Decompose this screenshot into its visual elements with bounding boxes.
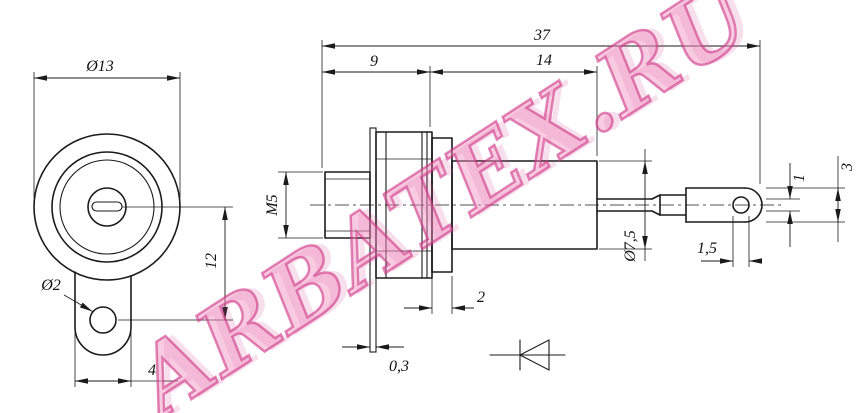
front-view: [33, 133, 181, 356]
dim-label-center-to-hole: 12: [203, 253, 220, 269]
dim-label-tab-width: 4: [148, 362, 156, 379]
dim-label-body-length: 14: [536, 52, 552, 69]
mounting-panel: [369, 127, 377, 353]
dim-label-body-diameter: Ø7,5: [622, 230, 639, 263]
dim-label-outer-diameter: Ø13: [85, 58, 114, 75]
side-view-dimensions: 37 9 14 M5 Ø7,5 2 0,3 1,5: [264, 27, 856, 375]
dim-label-lead-diameter: 1: [791, 174, 808, 182]
diode-symbol-icon: [489, 339, 566, 371]
tab-hole: [89, 306, 117, 334]
center-slot: [91, 201, 123, 212]
dim-label-washer-thickness: 2: [477, 289, 485, 306]
mounting-tab: [74, 271, 132, 356]
dim-label-tab-hole-diameter: Ø2: [40, 277, 61, 294]
crimp-barrel: [659, 187, 687, 223]
dim-label-thread: M5: [264, 194, 281, 216]
dim-label-panel-thickness: 0,3: [389, 358, 409, 375]
dim-label-hole-size: 1,5: [697, 240, 717, 257]
terminal-hole: [732, 196, 750, 214]
body-cylinder: [451, 160, 598, 250]
dim-label-overall-length: 37: [533, 27, 551, 44]
center-boss: [87, 187, 127, 227]
dim-label-bushing-length: 9: [370, 53, 378, 70]
dim-label-terminal-width: 3: [839, 163, 856, 172]
front-view-dimensions: Ø13 Ø2 12 4: [33, 58, 233, 387]
